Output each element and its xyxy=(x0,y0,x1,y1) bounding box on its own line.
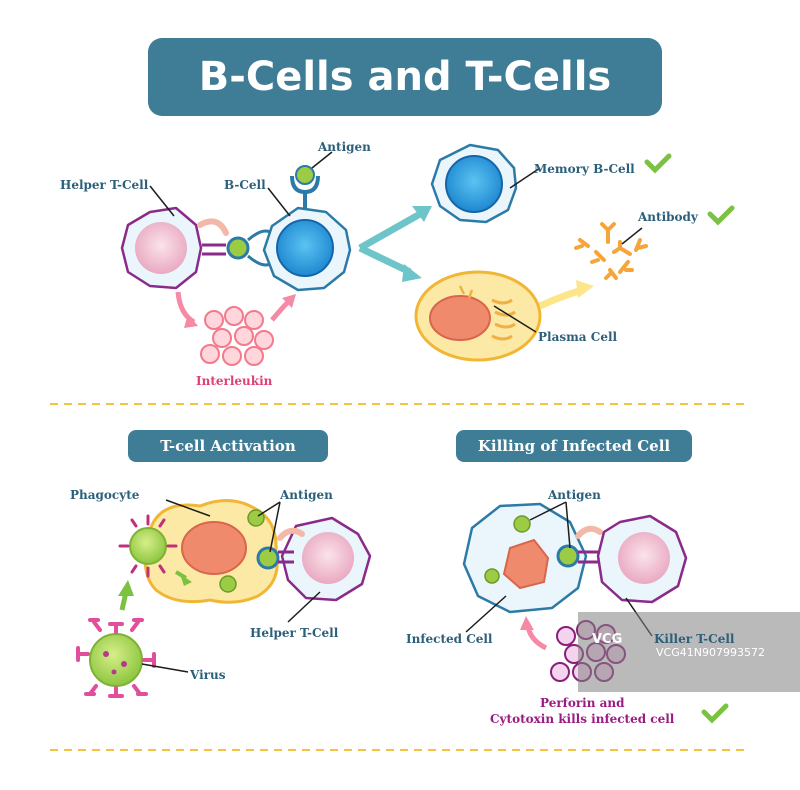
watermark-logo: VCG xyxy=(592,632,623,647)
label-helper-t-cell-activation: Helper T-Cell xyxy=(250,626,339,640)
receptor-top xyxy=(197,218,229,236)
label-perforin-line2: Cytotoxin kills infected cell xyxy=(490,712,675,726)
interleukin-cluster xyxy=(200,306,274,366)
arrow-icon xyxy=(358,244,412,276)
memory-b-cell xyxy=(430,143,518,224)
phagocyte xyxy=(143,499,280,604)
infected-cell xyxy=(462,502,588,614)
watermark-id: VCG41N907993572 xyxy=(656,646,765,659)
helper-t-cell-top xyxy=(120,206,203,290)
arrow-icon xyxy=(538,286,584,310)
label-interleukin: Interleukin xyxy=(196,374,273,388)
antibodies xyxy=(574,222,648,280)
label-perforin-line1: Perforin and xyxy=(540,696,625,710)
label-phagocyte: Phagocyte xyxy=(70,488,140,502)
label-plasma-cell: Plasma Cell xyxy=(538,330,618,344)
virus xyxy=(76,618,156,698)
arrow-icon xyxy=(175,291,196,325)
receptor-link xyxy=(202,243,226,256)
b-cell-receptor xyxy=(290,175,320,208)
label-b-cell: B-Cell xyxy=(224,178,266,192)
section-title-activation: T-cell Activation xyxy=(128,430,328,462)
antigen-top xyxy=(295,165,315,185)
antigen-bound xyxy=(226,236,250,260)
pointer-lines-top xyxy=(149,151,643,333)
plasma-cell xyxy=(414,270,542,362)
label-infected-cell: Infected Cell xyxy=(406,632,493,646)
watermark xyxy=(578,612,800,692)
label-memory-b-cell: Memory B-Cell xyxy=(534,162,635,176)
arrow-icon xyxy=(358,210,422,252)
helper-t-cell-activation xyxy=(280,516,372,602)
pointer-lines-activation xyxy=(141,499,321,673)
label-helper-t-cell: Helper T-Cell xyxy=(60,178,149,192)
check-icon xyxy=(701,703,729,724)
check-icon xyxy=(644,153,672,174)
label-antigen-killing: Antigen xyxy=(548,488,601,502)
label-virus: Virus xyxy=(190,668,226,682)
label-killer-t-cell: Killer T-Cell xyxy=(654,632,735,646)
section-title-killing: Killing of Infected Cell xyxy=(456,430,692,462)
label-antigen-activation: Antigen xyxy=(280,488,333,502)
label-antibody: Antibody xyxy=(638,210,698,224)
check-icon xyxy=(707,205,735,226)
label-antigen: Antigen xyxy=(318,140,371,154)
engulfed-virus xyxy=(118,514,178,578)
killer-t-cell xyxy=(596,514,688,604)
b-cell xyxy=(262,206,352,292)
page-title: B-Cells and T-Cells xyxy=(148,38,662,116)
